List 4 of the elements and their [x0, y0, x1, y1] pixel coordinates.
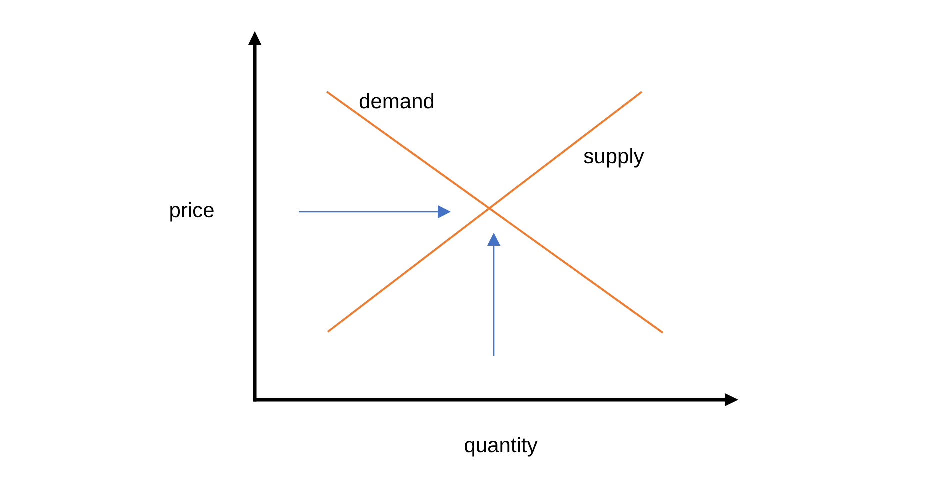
axis-label: price [170, 202, 214, 222]
curve-label: supply [584, 148, 644, 168]
curve-label: demand [360, 93, 434, 109]
axis-label: quantity [465, 437, 538, 457]
